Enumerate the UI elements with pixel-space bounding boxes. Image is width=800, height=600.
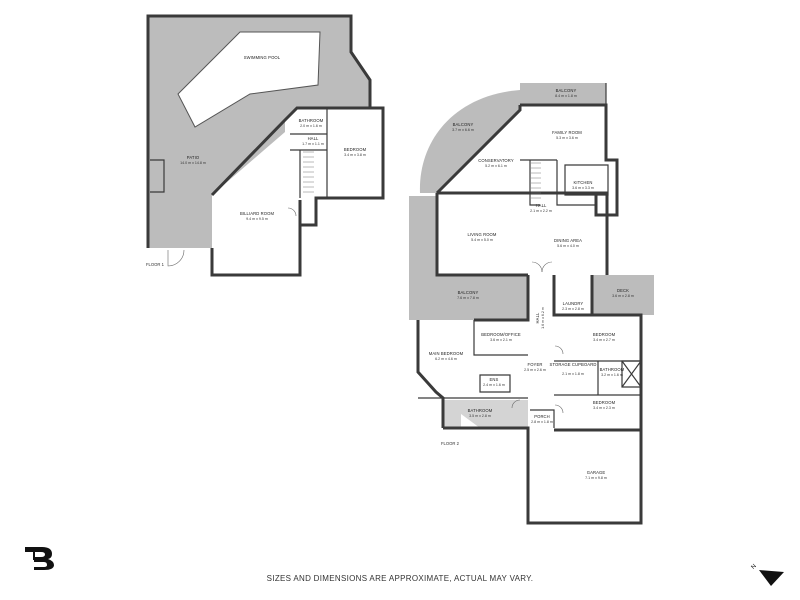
room-dimension: 8.4 m x 1.8 m bbox=[555, 94, 577, 98]
bedroom-wall bbox=[300, 106, 385, 227]
room-dimension: 3.4 m x 3.8 m bbox=[344, 153, 366, 157]
room-dimension: 5.3 m x 3.6 m bbox=[556, 136, 578, 140]
bathroom-1-area bbox=[297, 117, 327, 134]
door-swing bbox=[554, 345, 564, 355]
hall-1-area bbox=[290, 134, 327, 150]
room-label: HALL bbox=[536, 203, 547, 208]
room-label: BILLIARD ROOM bbox=[240, 211, 275, 216]
hall-2-area bbox=[528, 275, 554, 430]
room-label: DINING AREA bbox=[554, 238, 582, 243]
room-label: FAMILY ROOM bbox=[552, 130, 582, 135]
floor-1: SWIMMING POOL PATIO 14.0 m x 14.8 m BATH… bbox=[146, 14, 385, 277]
room-dimension: 2.1 m x 2.2 m bbox=[530, 209, 552, 213]
stairs-floor1 bbox=[303, 151, 314, 193]
billiard-diag-wall bbox=[210, 106, 327, 197]
stairs-floor2 bbox=[531, 162, 541, 199]
room-dimension: 3.7 m x 6.6 m bbox=[452, 128, 474, 132]
deck-area bbox=[592, 275, 654, 315]
room-label: LAUNDRY bbox=[563, 301, 584, 306]
north-arrow-icon: N bbox=[751, 564, 784, 586]
room-dimension: 5.2 m x 6.1 m bbox=[485, 164, 507, 168]
room-label: LIVING ROOM bbox=[467, 232, 496, 237]
room-dimension: 2.4 m x 1.6 m bbox=[483, 383, 505, 387]
room-label: BEDROOM bbox=[593, 400, 616, 405]
room-label: BATHROOM bbox=[600, 367, 625, 372]
room-label: KITCHEN bbox=[573, 180, 592, 185]
room-label: SWIMMING POOL bbox=[244, 55, 281, 60]
room-label: BALCONY bbox=[458, 290, 479, 295]
billiard-wall bbox=[210, 200, 302, 277]
room-label: BEDROOM bbox=[593, 332, 616, 337]
room-dimension: 1.6 m x 6.2 m bbox=[541, 307, 545, 329]
room-dimension: 9.4 m x 9.5 m bbox=[246, 217, 268, 221]
room-dimension: 3.2 m x 1.6 m bbox=[601, 373, 623, 377]
balcony-left bbox=[409, 196, 528, 320]
room-dimension: 3.4 m x 2.7 m bbox=[593, 338, 615, 342]
living-dining-area bbox=[437, 193, 607, 275]
floor1-outer-wall bbox=[146, 14, 372, 248]
door-swing bbox=[287, 207, 297, 217]
room-label: DECK bbox=[617, 288, 629, 293]
room-label: BALCONY bbox=[556, 88, 577, 93]
laundry-area bbox=[554, 275, 592, 317]
room-dimension: 2.0 m x 1.6 m bbox=[300, 124, 322, 128]
room-label: FOYER bbox=[528, 362, 543, 367]
brand-logo-icon bbox=[25, 547, 54, 570]
room-label: BEDROOM/OFFICE bbox=[481, 332, 521, 337]
garage-area bbox=[528, 428, 641, 523]
room-dimension: 2.3 m x 2.8 m bbox=[562, 307, 584, 311]
room-label: HALL bbox=[535, 312, 540, 323]
billiard-room bbox=[212, 132, 300, 275]
balcony-top bbox=[520, 83, 606, 105]
disclaimer-text: SIZES AND DIMENSIONS ARE APPROXIMATE, AC… bbox=[267, 574, 534, 583]
room-dimension: 6.2 m x 4.6 m bbox=[435, 357, 457, 361]
room-dimension: 2.8 m x 1.8 m bbox=[531, 420, 553, 424]
room-dimension: 7.6 m x 7.8 m bbox=[457, 296, 479, 300]
room-dimension: 3.6 m x 3.3 m bbox=[572, 186, 594, 190]
door-swing bbox=[511, 399, 521, 409]
room-label: BALCONY bbox=[453, 122, 474, 127]
room-dimension: 2.1 m x 1.8 m bbox=[562, 372, 584, 376]
room-dimension: 5.4 m x 5.0 m bbox=[471, 238, 493, 242]
room-dimension: 14.0 m x 14.8 m bbox=[180, 161, 206, 165]
room-label: GARAGE bbox=[587, 470, 606, 475]
bathroom-2-area bbox=[461, 398, 528, 428]
room-dimension: 3.5 m x 2.8 m bbox=[469, 414, 491, 418]
room-dimension: 3.4 m x 2.3 m bbox=[593, 406, 615, 410]
room-label: PATIO bbox=[187, 155, 200, 160]
room-label: MAIN BEDROOM bbox=[429, 351, 464, 356]
entry-door-swing bbox=[167, 249, 185, 267]
room-dimension: 1.7 m x 1.1 m bbox=[302, 142, 324, 146]
room-dimension: 7.1 m x 9.8 m bbox=[585, 476, 607, 480]
swimming-pool bbox=[177, 31, 321, 128]
door-swing bbox=[541, 261, 553, 273]
room-label: HALL bbox=[308, 136, 319, 141]
room-dimension: 2.5 m x 2.6 m bbox=[524, 368, 546, 372]
floor-2: BALCONY 8.4 m x 1.8 m BALCONY 3.7 m x 6.… bbox=[409, 83, 654, 525]
compass-letter: N bbox=[751, 564, 758, 571]
room-dimension: 3.6 m x 2.1 m bbox=[490, 338, 512, 342]
room-label: ENS bbox=[490, 377, 499, 382]
bedroom-2-area bbox=[554, 317, 641, 361]
balcony-curved bbox=[419, 90, 520, 193]
room-label: BATHROOM bbox=[468, 408, 493, 413]
room-label: PORCH bbox=[534, 414, 550, 419]
room-label: STORAGE CUPBOARD bbox=[550, 362, 597, 367]
door-swing bbox=[554, 404, 564, 414]
floor-2-label: FLOOR 2 bbox=[441, 441, 460, 446]
room-label: BEDROOM bbox=[344, 147, 367, 152]
room-dimension: 3.6 m x 2.8 m bbox=[612, 294, 634, 298]
room-label: CONSERVATORY bbox=[478, 158, 514, 163]
stair-area bbox=[300, 150, 327, 198]
lower-outer-wall bbox=[416, 320, 445, 428]
room-label: BATHROOM bbox=[299, 118, 324, 123]
conservatory-wall bbox=[435, 105, 522, 195]
bedroom-1-area bbox=[327, 108, 383, 198]
floor-1-label: FLOOR 1 bbox=[146, 262, 165, 267]
room-dimension: 5.6 m x 4.0 m bbox=[557, 244, 579, 248]
